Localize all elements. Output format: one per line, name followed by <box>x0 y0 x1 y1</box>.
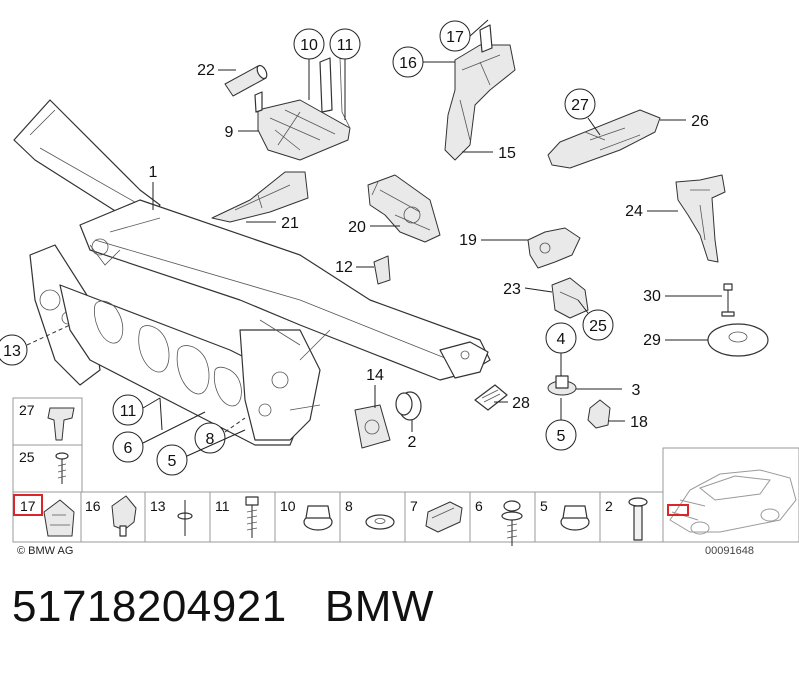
callout-10: 10 <box>293 28 325 60</box>
svg-text:5: 5 <box>168 453 177 470</box>
svg-text:27: 27 <box>19 402 35 418</box>
legend-item-16: 16 <box>85 495 137 537</box>
label-24: 24 <box>625 203 643 220</box>
legend-cell-25: 25 <box>12 444 83 493</box>
bracket-part-21 <box>211 171 309 223</box>
label-19: 19 <box>459 232 477 249</box>
bracket-part-24 <box>675 174 726 263</box>
callout-11-lower: 11 <box>112 394 144 426</box>
callout-16: 16 <box>392 46 424 78</box>
callout-5-left: 5 <box>156 444 188 476</box>
label-26: 26 <box>691 113 709 130</box>
rubber-mount-part-3 <box>547 375 577 396</box>
svg-text:11: 11 <box>120 403 137 420</box>
svg-text:13: 13 <box>3 343 21 360</box>
svg-text:5: 5 <box>557 428 566 445</box>
label-30: 30 <box>643 288 661 305</box>
label-21: 21 <box>281 215 299 232</box>
tube-part-22 <box>224 64 268 97</box>
legend-item-8: 8 <box>345 498 395 530</box>
svg-text:25: 25 <box>19 449 35 465</box>
callout-11-top: 11 <box>329 28 361 60</box>
label-1: 1 <box>149 164 158 181</box>
svg-text:25: 25 <box>589 318 607 335</box>
vehicle-thumbnail <box>662 447 799 543</box>
legend-cell-27: 27 <box>12 397 83 446</box>
legend-row: 17 16 13 11 10 8 <box>12 491 664 546</box>
label-28: 28 <box>512 395 530 412</box>
callout-17: 17 <box>439 20 471 52</box>
legend-item-10: 10 <box>280 498 333 531</box>
svg-text:11: 11 <box>215 498 230 514</box>
label-20: 20 <box>348 219 366 236</box>
clip-part-12 <box>373 255 391 285</box>
label-23: 23 <box>503 281 521 298</box>
label-29: 29 <box>643 332 661 349</box>
image-number: 00091648 <box>705 545 754 557</box>
callout-6: 6 <box>112 431 144 463</box>
cover-part-20 <box>367 174 441 243</box>
part-number: 51718204921 <box>12 582 287 631</box>
callout-4: 4 <box>545 322 577 354</box>
brand-name: BMW <box>324 582 434 631</box>
plate-part-14 <box>354 404 391 449</box>
copyright-text: © BMW AG <box>17 545 73 557</box>
disc-part-29 <box>707 323 769 357</box>
part-caption: 51718204921 BMW <box>12 582 434 632</box>
label-18: 18 <box>630 414 648 431</box>
svg-text:17: 17 <box>446 29 464 46</box>
legend-item-6: 6 <box>475 498 523 546</box>
legend-item-2: 2 <box>605 497 648 541</box>
svg-text:7: 7 <box>410 498 418 514</box>
legend-item-17: 17 <box>13 494 75 537</box>
svg-text:6: 6 <box>475 498 483 514</box>
label-14: 14 <box>366 367 384 384</box>
callout-8: 8 <box>194 422 226 454</box>
svg-text:16: 16 <box>85 498 101 514</box>
legend-item-7: 7 <box>410 498 463 533</box>
label-2: 2 <box>408 434 417 451</box>
label-22: 22 <box>197 62 215 79</box>
label-9: 9 <box>225 124 234 141</box>
legend-item-13: 13 <box>150 498 193 536</box>
svg-text:8: 8 <box>206 431 215 448</box>
svg-text:2: 2 <box>605 498 613 514</box>
svg-text:5: 5 <box>540 498 548 514</box>
tray-part-9 <box>254 57 351 161</box>
label-12: 12 <box>335 259 353 276</box>
legend-item-11: 11 <box>215 496 259 538</box>
svg-text:6: 6 <box>124 440 133 457</box>
bracket-part-19 <box>527 227 581 269</box>
label-3: 3 <box>632 382 641 399</box>
svg-text:17: 17 <box>20 498 36 514</box>
svg-text:27: 27 <box>571 97 589 114</box>
cover-part-26 <box>547 109 661 169</box>
svg-text:10: 10 <box>300 37 318 54</box>
front-carrier-part <box>13 99 491 446</box>
duct-part-15 <box>444 24 516 161</box>
svg-text:8: 8 <box>345 498 353 514</box>
svg-text:13: 13 <box>150 498 166 514</box>
svg-text:16: 16 <box>399 55 417 72</box>
callout-27: 27 <box>564 88 596 120</box>
label-15: 15 <box>498 145 516 162</box>
legend-item-5: 5 <box>540 498 590 531</box>
bushing-part-18 <box>587 399 611 429</box>
mount-part-23 <box>551 277 589 319</box>
svg-text:4: 4 <box>557 331 566 348</box>
callout-25-top: 25 <box>582 309 614 341</box>
svg-text:10: 10 <box>280 498 296 514</box>
callout-5-right: 5 <box>545 419 577 451</box>
cap-part-2 <box>395 391 422 421</box>
callout-13: 13 <box>0 334 28 366</box>
svg-text:11: 11 <box>337 37 354 54</box>
bolt-part-30 <box>721 283 735 317</box>
label-part-28 <box>474 384 508 411</box>
